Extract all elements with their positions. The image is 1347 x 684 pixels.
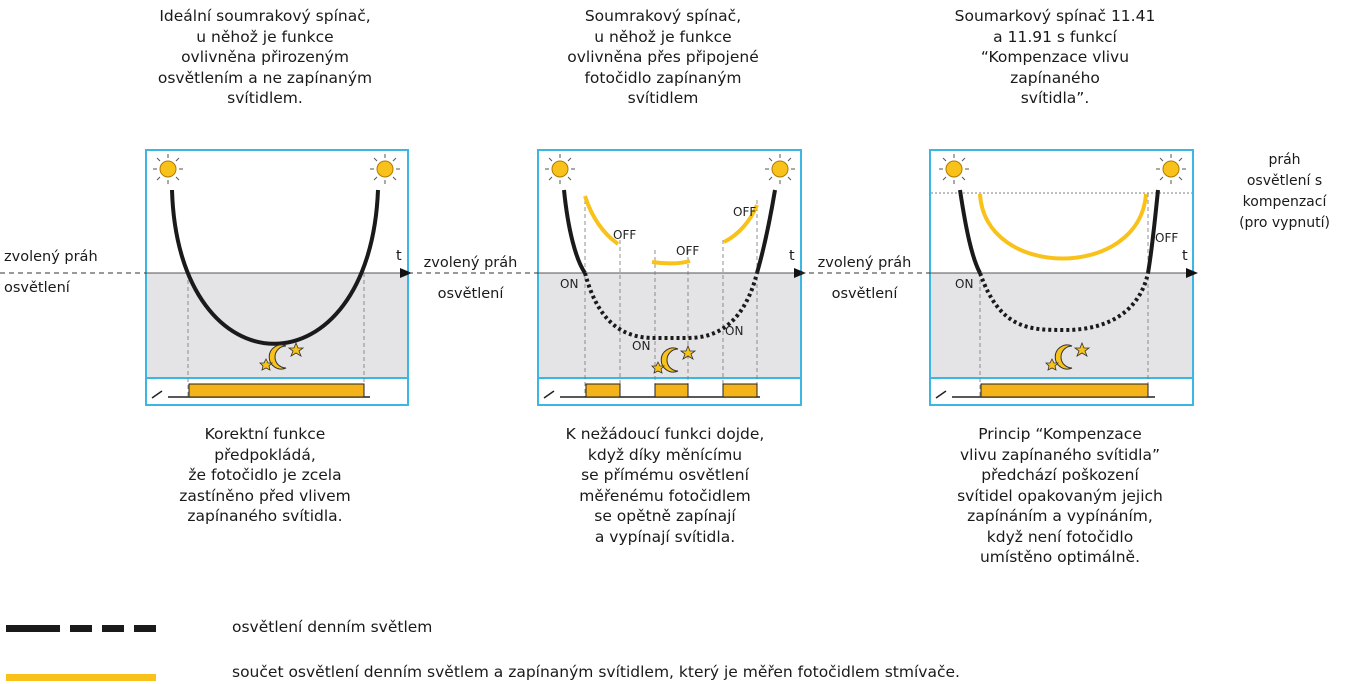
panel1-threshold-label: zvolený práh osvětlení	[4, 249, 98, 296]
panel2-lamp-curve	[583, 195, 620, 246]
panel2-on-bar	[585, 383, 621, 398]
panel2-on-bar	[654, 383, 689, 398]
panel3-graph	[800, 149, 1198, 406]
panel2-graph	[408, 149, 806, 406]
panel1-night-area	[147, 273, 407, 378]
panel1-axis-label: t	[396, 248, 402, 264]
legend-lamp-line	[6, 674, 156, 681]
panel2-on-marker: ON	[725, 324, 744, 338]
compensated-threshold-label: práh osvětlení s kompenzací (pro vypnutí…	[1239, 152, 1330, 231]
panel2-on-marker: ON	[632, 339, 651, 353]
panel2-night-area	[539, 273, 800, 378]
panel2-off-marker: OFF	[613, 228, 637, 242]
panel2-threshold-label: zvolený práh osvětlení	[423, 255, 518, 302]
panel1-daylight-curve	[170, 189, 380, 346]
panel1-caption: Korektní funkce předpokládá, že fotočidl…	[179, 425, 351, 525]
panel3-threshold-label: zvolený práh osvětlení	[817, 255, 912, 302]
panel2-off-marker: OFF	[676, 244, 700, 258]
panel2-title: Soumrakový spínač, u něhož je funkce ovl…	[567, 7, 759, 107]
panel1-title: Ideální soumrakový spínač, u něhož je fu…	[157, 7, 373, 107]
panel3-on-marker: ON	[955, 277, 974, 291]
legend-lamp-text: součet osvětlení denním světlem a zapína…	[232, 663, 960, 681]
panel3-off-marker: OFF	[1155, 231, 1179, 245]
switch-icon	[151, 390, 176, 399]
panel2-on-marker: ON	[560, 277, 579, 291]
panel1-on-bar	[188, 383, 365, 398]
panel3-title: Soumarkový spínač 11.41 a 11.91 s funkcí…	[954, 7, 1156, 107]
panel3-axis-arrow	[1186, 268, 1198, 278]
panel1-axis-arrow	[400, 268, 412, 278]
panel3-on-bar	[980, 383, 1149, 398]
switch-icon	[935, 390, 960, 399]
panel2-axis-label: t	[789, 248, 795, 264]
panel3-caption: Princip “Kompenzace vlivu zapínaného sví…	[957, 425, 1163, 566]
switch-icon	[543, 390, 568, 399]
panel2-caption: K nežádoucí funkci dojde, když díky mění…	[565, 425, 765, 546]
panel2-on-bar	[722, 383, 758, 398]
panel2-off-marker: OFF	[733, 205, 757, 219]
legend-daylight-line	[6, 625, 156, 632]
panel1-graph	[0, 149, 412, 406]
panel3-axis-label: t	[1182, 248, 1188, 264]
legend-daylight-text: osvětlení denním světlem	[232, 618, 433, 636]
panel3-lamp-curve	[978, 193, 1148, 261]
